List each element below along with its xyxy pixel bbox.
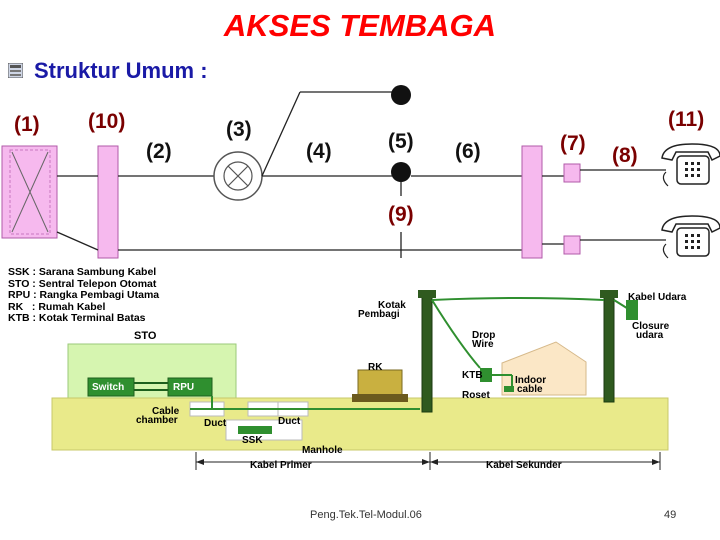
kabel-sekunder-label: Kabel Sekunder [486,460,562,471]
pole-left [421,295,433,413]
label-10: (10) [88,110,126,133]
switch-box [87,377,135,397]
pole-right [603,295,615,403]
ssk-box [238,426,272,434]
legend-item: KTB : Kotak Terminal Batas [8,312,146,325]
duct-left-label: Duct [204,418,227,429]
indoor-cable-label-1: Indoor [515,375,547,386]
footer-source: Peng.Tek.Tel-Modul.06 [310,509,422,521]
label-4: (4) [306,140,332,163]
pole-dot-top [391,85,411,105]
drop-wire-label-1: Drop [472,330,496,341]
subtitle: Struktur Umum : [34,58,208,83]
terminal-box-top [563,163,581,183]
label-2: (2) [146,140,172,163]
rk-label: RK [368,362,383,373]
drop-wire-label-2: Wire [472,339,494,350]
label-3: (3) [226,118,252,141]
label-8: (8) [612,144,638,167]
manhole-label: Manhole [302,445,343,456]
kotak-pembagi-label-2: Pembagi [358,309,400,320]
pole-dot-mid [391,162,411,182]
legend: SSK : Sarana Sambung Kabel STO : Sentral… [8,266,160,325]
page-title: AKSES TEMBAGA [223,8,497,43]
page-number: 49 [664,509,677,521]
ktb-box [480,368,492,382]
bullet-icon [8,63,23,78]
roset-label: Roset [462,390,490,401]
frame-bar-6 [521,145,543,259]
kotak-pembagi-label-1: Kotak [378,300,406,311]
ssk-label: SSK [242,435,263,446]
cable-chamber-label-2: chamber [136,415,178,426]
rk-cabinet [357,369,403,397]
label-5: (5) [388,130,414,153]
closure-udara-label-2: udara [636,330,664,341]
label-1: (1) [14,113,40,136]
rpu-box [167,377,213,397]
house [501,341,587,396]
kabel-primer-label: Kabel Primer [250,460,312,471]
duct-right-label: Duct [278,416,301,427]
ktb-label: KTB [462,370,483,381]
label-11: (11) [668,108,705,131]
telephone-icon-top [661,143,720,187]
indoor-cable-label-2: cable [517,384,543,395]
ground [51,397,669,451]
closure-udara-label-1: Closure [632,321,670,332]
roset-box [504,386,514,392]
frame-bar-10 [97,145,119,259]
label-7: (7) [560,132,586,155]
telephone-icon-bottom [661,215,720,259]
label-6: (6) [455,140,481,163]
legend-item: RK : Rumah Kabel [8,300,106,313]
legend-item: RPU : Rangka Pembagi Utama [8,289,160,302]
switch-label: Switch [92,382,125,393]
sto-label: STO [134,330,157,342]
legend-item: SSK : Sarana Sambung Kabel [8,266,157,278]
rpu-label: RPU [173,382,195,393]
terminal-box-bottom [563,235,581,255]
label-9: (9) [388,203,414,226]
kabel-udara-label: Kabel Udara [628,292,687,303]
cable-chamber-label-1: Cable [152,406,180,417]
legend-item: STO : Sentral Telepon Otomat [8,277,157,290]
